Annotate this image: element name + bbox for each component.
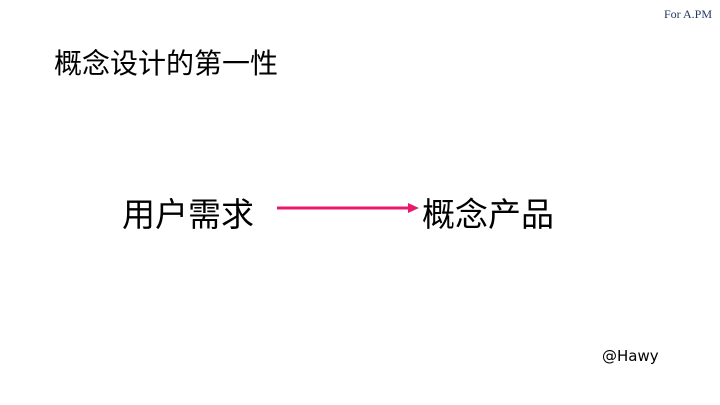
author-signature: @Hawy: [602, 347, 659, 365]
user-needs-label: 用户需求: [122, 195, 254, 234]
concept-product-label: 概念产品: [422, 195, 554, 234]
arrow-right-icon: [277, 203, 419, 213]
header-tag: For A.PM: [663, 7, 712, 21]
slide-title: 概念设计的第一性: [54, 47, 279, 80]
